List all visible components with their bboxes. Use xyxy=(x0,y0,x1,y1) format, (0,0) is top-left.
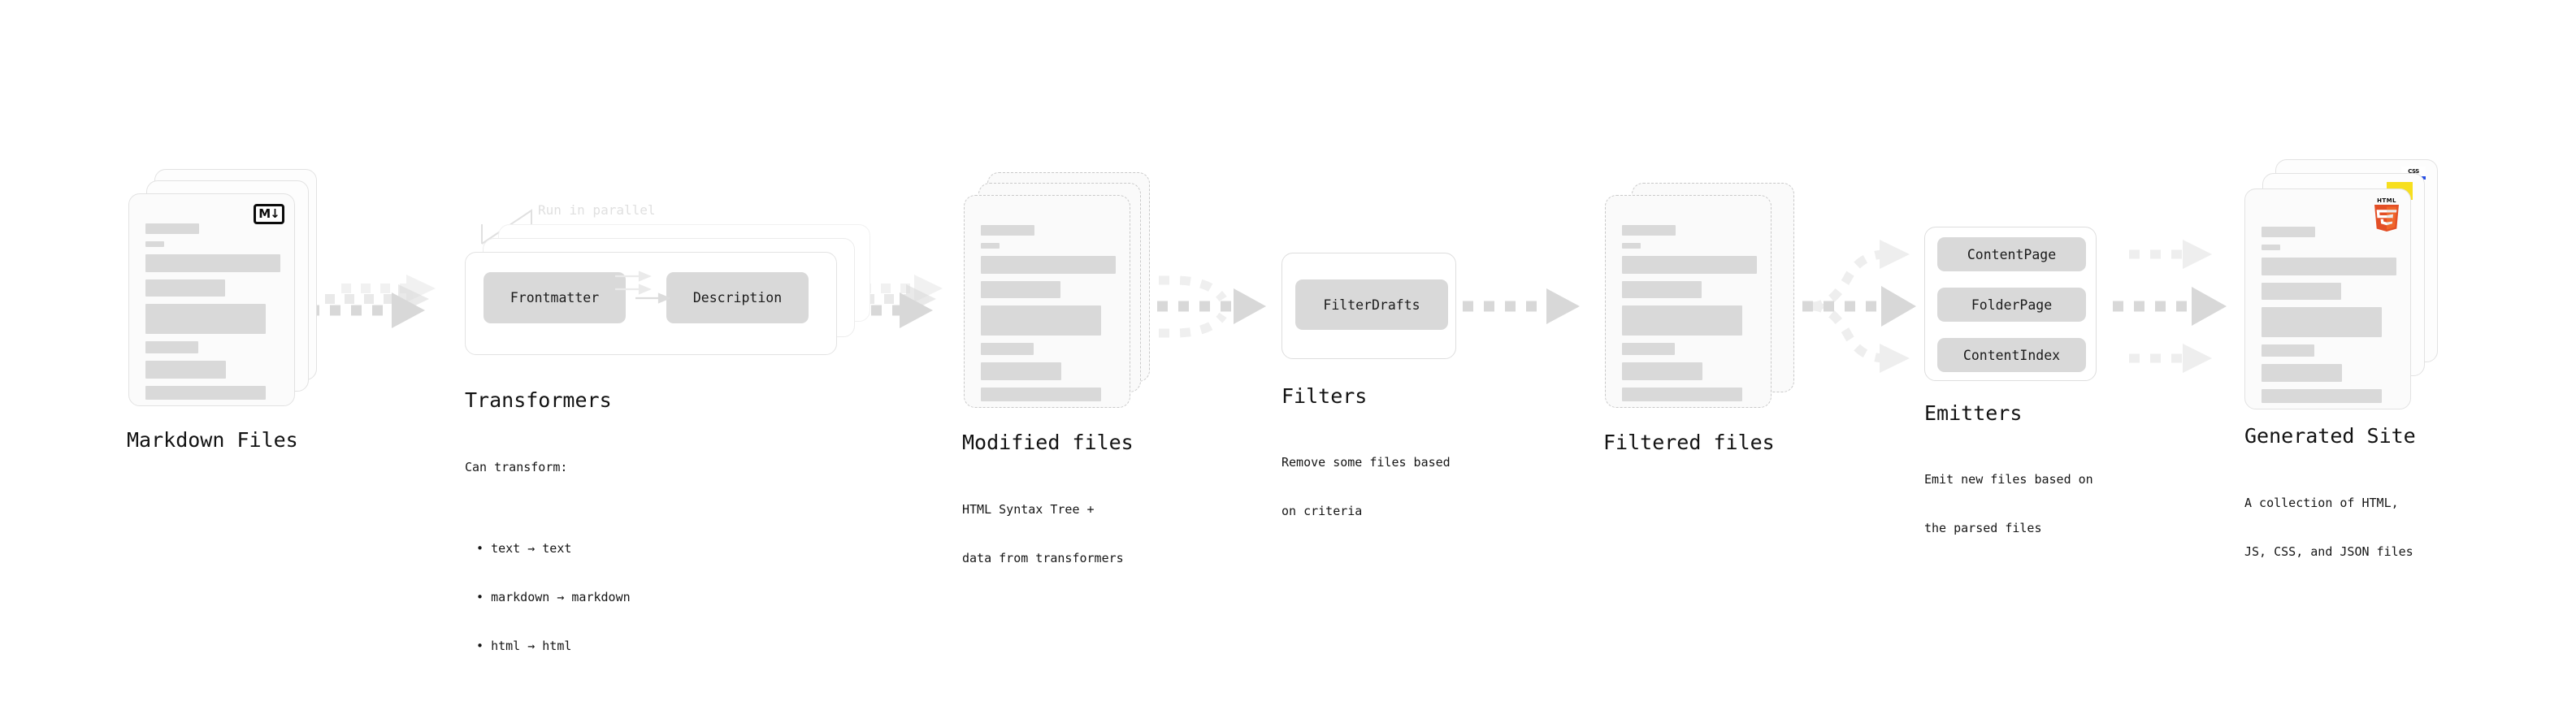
card-line xyxy=(1622,362,1702,380)
card-line xyxy=(145,341,198,353)
generated-site-subtitle: A collection of HTML, JS, CSS, and JSON … xyxy=(2244,462,2413,592)
emitters-subtitle-line: Emit new files based on xyxy=(1924,472,2093,487)
card-line xyxy=(2262,258,2396,275)
modified-card-lines xyxy=(981,225,1118,407)
filters-subtitle: Remove some files based on criteria xyxy=(1281,422,1451,552)
card-line xyxy=(1622,343,1675,355)
site-card-lines xyxy=(2262,227,2399,409)
modified-file-card-front xyxy=(964,195,1130,408)
transformer-chip-frontmatter[interactable]: Frontmatter xyxy=(484,272,626,323)
arrow-filters-to-filtered xyxy=(1463,288,1580,324)
filtered-card-lines xyxy=(1622,225,1759,407)
card-line xyxy=(981,388,1101,401)
stage-title-filtered-files: Filtered files xyxy=(1603,431,1775,454)
transformers-subtitle: Can transform: text → text markdown → ma… xyxy=(465,427,631,719)
card-line xyxy=(145,223,199,234)
filters-box: FilterDrafts xyxy=(1281,253,1456,359)
card-line xyxy=(981,305,1101,336)
modified-files-subtitle-line: data from transformers xyxy=(962,551,1124,565)
generated-site-subtitle-line: JS, CSS, and JSON files xyxy=(2244,544,2413,559)
card-line xyxy=(981,362,1061,380)
html5-icon: HTML xyxy=(2373,197,2400,232)
card-line xyxy=(981,343,1034,355)
emitters-subtitle: Emit new files based on the parsed files xyxy=(1924,439,2093,569)
emitter-chip-folderpage[interactable]: FolderPage xyxy=(1937,288,2086,322)
transformers-bullet: markdown → markdown xyxy=(476,589,631,605)
card-line xyxy=(145,304,266,334)
stage-title-filters: Filters xyxy=(1281,384,1368,408)
run-in-parallel-label: Run in parallel xyxy=(538,202,656,218)
transformers-bullet-list: text → text markdown → markdown html → h… xyxy=(465,508,631,687)
transformers-bullet: text → text xyxy=(476,540,631,557)
markdown-badge-letter: M xyxy=(258,206,271,221)
card-line xyxy=(145,386,266,400)
card-line xyxy=(1622,225,1676,236)
site-file-card-front: HTML xyxy=(2244,188,2411,409)
generated-site-subtitle-line: A collection of HTML, xyxy=(2244,496,2399,510)
filter-chip-filterdrafts[interactable]: FilterDrafts xyxy=(1295,279,1448,330)
filters-subtitle-line: Remove some files based xyxy=(1281,455,1451,470)
emitter-chip-contentpage[interactable]: ContentPage xyxy=(1937,237,2086,271)
card-line xyxy=(981,281,1060,298)
markdown-file-card-front: M↓ xyxy=(128,193,295,406)
emitters-subtitle-line: the parsed files xyxy=(1924,521,2042,535)
card-line xyxy=(2262,364,2342,382)
markdown-badge-arrow: ↓ xyxy=(270,206,280,221)
card-line xyxy=(145,254,280,272)
card-line xyxy=(1622,388,1742,401)
html5-badge-word: HTML xyxy=(2377,197,2396,204)
arrow-modified-to-filters xyxy=(1136,275,1266,338)
card-line xyxy=(145,361,226,379)
card-line xyxy=(981,243,1000,249)
stage-title-emitters: Emitters xyxy=(1924,401,2023,425)
card-line xyxy=(1622,305,1742,336)
transformers-subtitle-heading: Can transform: xyxy=(465,460,568,474)
stage-title-generated-site: Generated Site xyxy=(2244,424,2416,448)
card-line xyxy=(1622,256,1757,274)
card-line xyxy=(2262,227,2315,237)
arrow-filtered-to-emitters xyxy=(1781,240,1916,373)
stage-title-transformers: Transformers xyxy=(465,388,612,412)
card-line xyxy=(145,241,164,247)
pipeline-diagram: M↓ Markdown Files xyxy=(0,0,2576,681)
stage-title-modified-files: Modified files xyxy=(962,431,1134,454)
card-line xyxy=(2262,307,2382,337)
card-line xyxy=(2262,283,2341,300)
arrow-emitters-to-site xyxy=(2113,240,2227,373)
transformer-inner-arrows-ghost xyxy=(615,271,652,295)
filtered-file-card-front xyxy=(1605,195,1772,408)
arrow-markdown-to-transformers xyxy=(309,275,436,328)
transformers-bullet: html → html xyxy=(476,638,631,654)
card-line xyxy=(981,225,1034,236)
card-line xyxy=(2262,389,2382,403)
modified-files-subtitle: HTML Syntax Tree + data from transformer… xyxy=(962,469,1124,599)
emitters-box: ContentPage FolderPage ContentIndex xyxy=(1924,227,2097,381)
markdown-icon: M↓ xyxy=(254,204,284,224)
card-line xyxy=(2262,245,2280,250)
card-line xyxy=(1622,281,1702,298)
transformer-inner-arrows xyxy=(635,292,671,304)
transformers-box-front: Frontmatter Description xyxy=(465,252,837,355)
stage-title-markdown-files: Markdown Files xyxy=(127,428,298,452)
emitter-chip-contentindex[interactable]: ContentIndex xyxy=(1937,338,2086,372)
card-line xyxy=(1622,243,1641,249)
card-line xyxy=(2262,344,2314,357)
card-line xyxy=(981,256,1116,274)
modified-files-subtitle-line: HTML Syntax Tree + xyxy=(962,502,1095,517)
transformer-chip-description[interactable]: Description xyxy=(666,272,809,323)
filters-subtitle-line: on criteria xyxy=(1281,504,1363,518)
card-line xyxy=(145,279,225,297)
markdown-card-lines xyxy=(145,223,283,405)
